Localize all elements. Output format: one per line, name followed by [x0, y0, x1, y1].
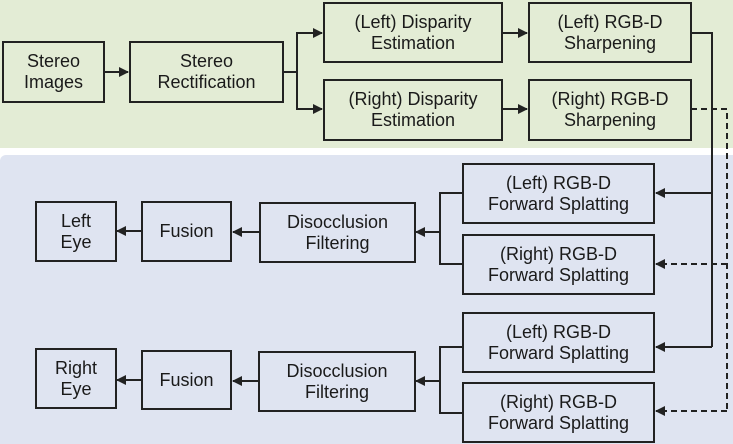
node-right-eye: Right Eye [35, 348, 117, 409]
node-left-disparity-estimation: (Left) Disparity Estimation [323, 2, 503, 63]
edge-left-eye-splat-merge [439, 192, 462, 265]
node-label: (Left) Disparity Estimation [354, 11, 472, 53]
node-right-eye-right-forward-splatting: (Right) RGB-D Forward Splatting [462, 382, 655, 443]
node-label: (Left) RGB-D Forward Splatting [487, 321, 630, 363]
edge-right-sharpening-trunk [691, 108, 728, 411]
node-left-eye-left-forward-splatting: (Left) RGB-D Forward Splatting [462, 163, 655, 224]
node-label: Stereo Rectification [157, 51, 256, 92]
node-stereo-rectification: Stereo Rectification [129, 41, 284, 103]
node-left-eye-disocclusion-filtering: Disocclusion Filtering [259, 202, 416, 263]
node-label: (Left) RGB-D Sharpening [557, 11, 663, 53]
node-label: Left Eye [60, 210, 92, 252]
node-right-eye-fusion: Fusion [141, 350, 232, 410]
node-left-eye-fusion: Fusion [141, 201, 232, 262]
node-right-rgbd-sharpening: (Right) RGB-D Sharpening [528, 79, 692, 141]
node-label: (Right) RGB-D Sharpening [551, 89, 669, 130]
node-label: (Right) RGB-D Forward Splatting [487, 243, 630, 285]
edge-right-eye-splat-merge [439, 346, 462, 414]
node-label: Disocclusion Filtering [286, 211, 389, 253]
node-right-disparity-estimation: (Right) Disparity Estimation [323, 79, 503, 141]
node-left-eye: Left Eye [35, 201, 117, 262]
edge-rectification-right-disparity [296, 72, 323, 114]
node-label: Disocclusion Filtering [286, 360, 388, 402]
node-label: (Left) RGB-D Forward Splatting [487, 172, 630, 214]
node-label: Fusion [159, 221, 214, 241]
node-right-eye-disocclusion-filtering: Disocclusion Filtering [258, 351, 416, 412]
edge-left-sharpening-trunk [691, 32, 713, 347]
node-label: (Right) RGB-D Forward Splatting [487, 391, 630, 433]
node-label: Right Eye [54, 357, 98, 399]
node-left-eye-right-forward-splatting: (Right) RGB-D Forward Splatting [462, 234, 655, 295]
edge-rectification-split [283, 28, 323, 73]
node-label: Stereo Images [23, 51, 84, 92]
node-left-rgbd-sharpening: (Left) RGB-D Sharpening [528, 2, 692, 63]
node-stereo-images: Stereo Images [2, 41, 105, 103]
node-right-eye-left-forward-splatting: (Left) RGB-D Forward Splatting [462, 312, 655, 373]
node-label: Fusion [159, 369, 214, 390]
node-label: (Right) Disparity Estimation [348, 89, 478, 130]
